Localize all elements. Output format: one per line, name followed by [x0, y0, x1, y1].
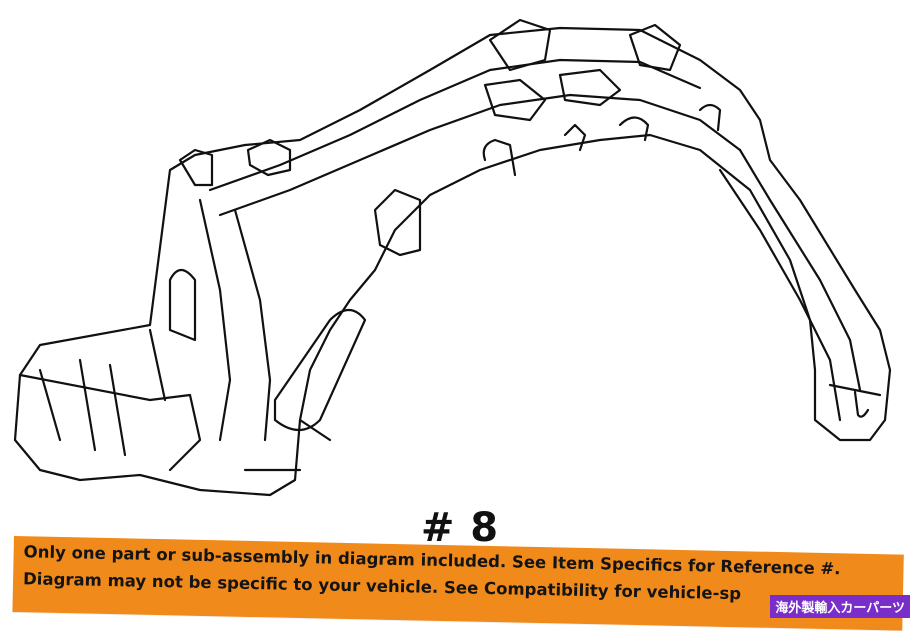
reference-number: # 8: [420, 505, 500, 551]
fender-liner-diagram: [13, 18, 892, 497]
disclaimer-line-2: Diagram may not be specific to your vehi…: [22, 569, 742, 604]
import-parts-badge: 海外製輸入カーパーツ: [770, 595, 910, 618]
liner-outline: [13, 26, 892, 497]
